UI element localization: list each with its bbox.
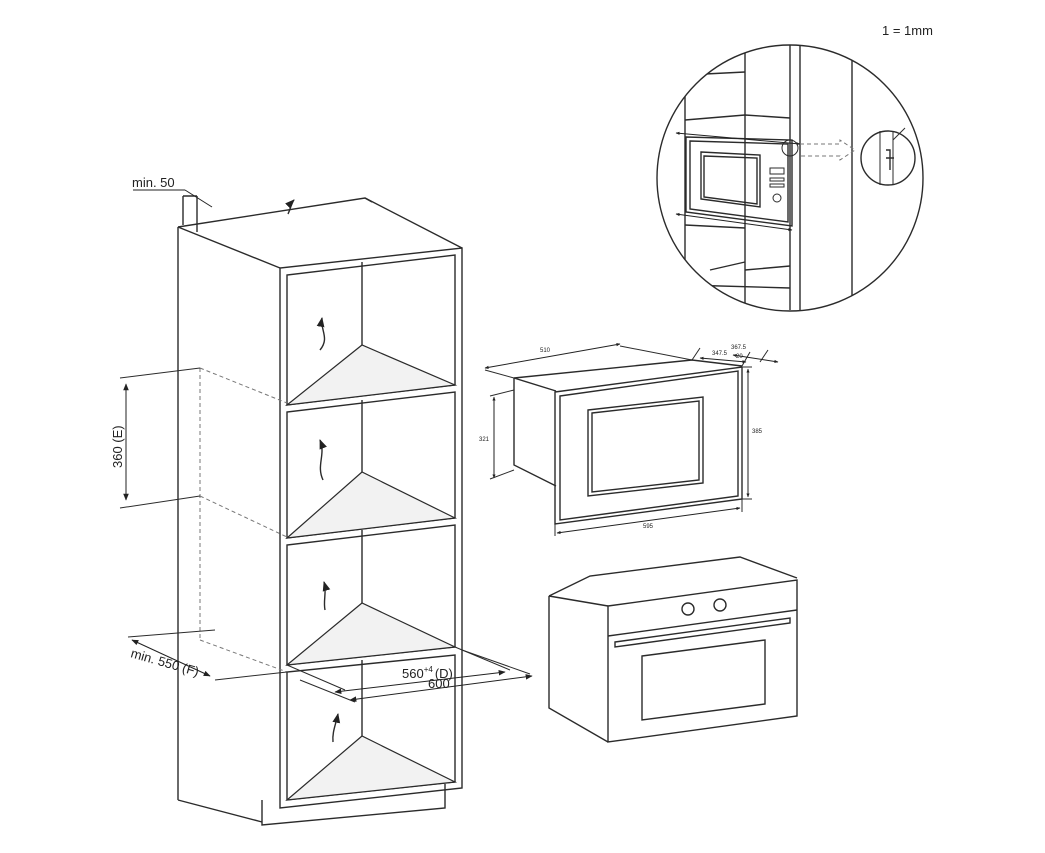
dim-min-depth-label: min. 550 (F) xyxy=(129,645,200,679)
dim-front-height-label: 385 xyxy=(752,429,763,435)
oven-illustration xyxy=(548,556,798,743)
dim-niche-depth-tolerance: +4 xyxy=(424,665,434,674)
scale-note: 1 = 1mm xyxy=(882,23,933,38)
built-in-appliance xyxy=(513,359,743,525)
oven-knob-right xyxy=(713,598,727,612)
dim-cabinet-depth-label: 600 xyxy=(428,676,450,691)
dim-niche-height-label: 360 (E) xyxy=(110,425,125,468)
detail-circle xyxy=(656,44,924,312)
dim-b-label: 367.5 xyxy=(731,345,747,351)
oven-window xyxy=(641,639,766,721)
dim-body-height-label: 321 xyxy=(479,437,490,443)
appliance-dimensions: 510 347.5 367.5 20 321 385 595 xyxy=(479,343,779,536)
oven-knob-left xyxy=(681,602,695,616)
dim-a-label: 347.5 xyxy=(712,351,728,357)
dim-front-width-label: 595 xyxy=(643,524,654,530)
oven-handle xyxy=(614,617,791,648)
dim-min-top-label: min. 50 xyxy=(132,175,175,190)
tall-cabinet xyxy=(177,195,463,826)
dim-niche-depth-label: 560 xyxy=(402,666,424,681)
dim-depth-label: 510 xyxy=(540,348,551,354)
cabinet-dimensions: min. 50 360 (E) min. 550 (F) 560+4(D) 60… xyxy=(110,175,533,703)
dim-c-label: 20 xyxy=(736,354,743,360)
